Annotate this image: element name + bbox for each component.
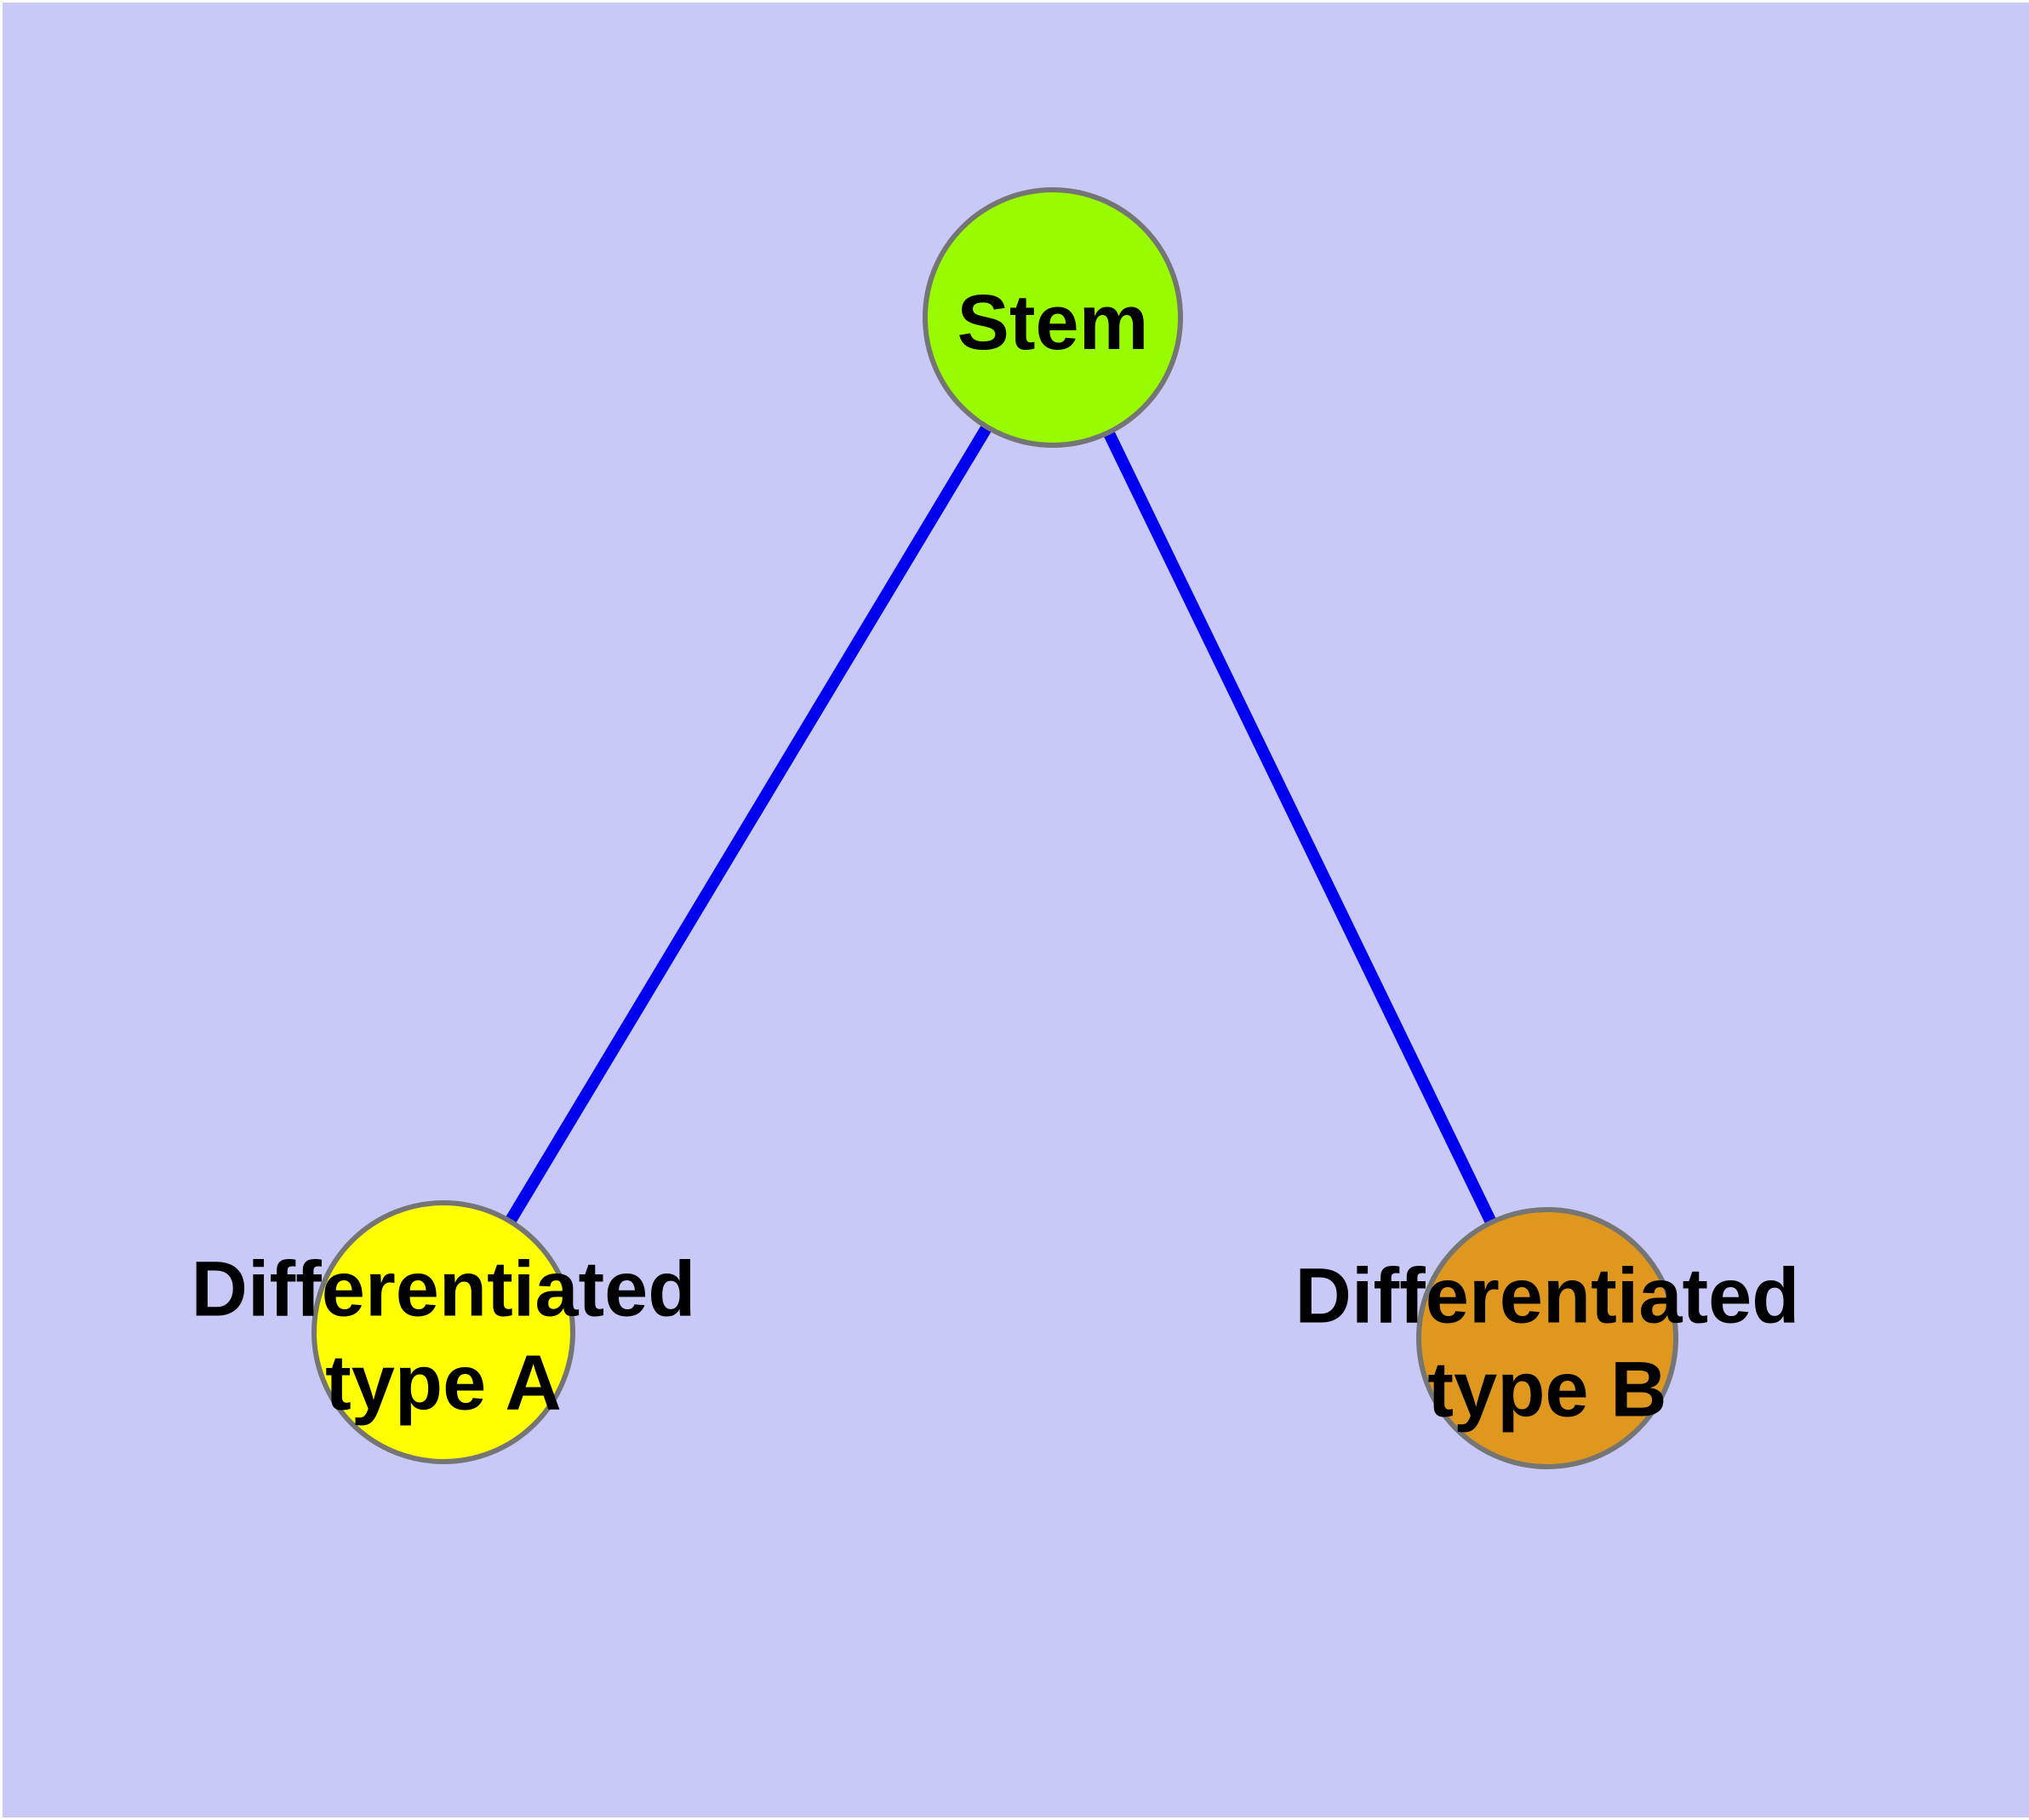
type-a-node-circle xyxy=(311,1200,575,1464)
edge-stem-to-type-b xyxy=(1047,314,1553,1342)
type-b-node-circle xyxy=(1416,1207,1678,1469)
edge-stem-to-type-a xyxy=(437,314,1059,1336)
stem-node-circle xyxy=(923,187,1183,448)
